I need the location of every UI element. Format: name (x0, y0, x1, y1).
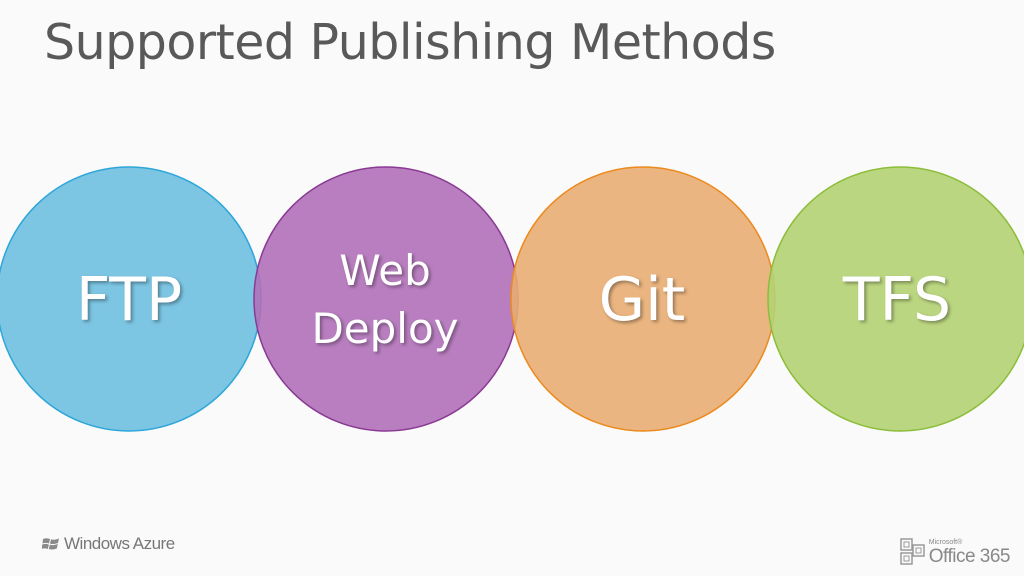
office-logo-icon (899, 538, 925, 565)
circle-label-ftp: FTP (0, 270, 261, 330)
windows-azure-logo: Windows Azure (42, 534, 175, 554)
office-365-logo: Microsoft® Office 365 (899, 538, 1011, 567)
circle-label-tfs: TFS (765, 270, 1024, 330)
windows-azure-text: Windows Azure (64, 534, 175, 553)
git-label: Git (598, 265, 686, 335)
circle-label-web-deploy: Web Deploy (253, 242, 517, 358)
office-365-text: Office 365 (928, 546, 1011, 567)
web-deploy-label-line-2: Deploy (311, 304, 459, 353)
microsoft-small-text: Microsoft® (928, 539, 963, 546)
web-deploy-label-line-1: Web (339, 246, 431, 295)
ftp-label: FTP (75, 265, 183, 335)
slide-title: Supported Publishing Methods (44, 14, 776, 71)
tfs-label: TFS (842, 265, 952, 335)
windows-flag-icon (42, 538, 59, 550)
circle-label-git: Git (510, 270, 774, 330)
office-365-text-block: Microsoft® Office 365 (928, 539, 1011, 567)
circle-tfs (767, 166, 1024, 432)
